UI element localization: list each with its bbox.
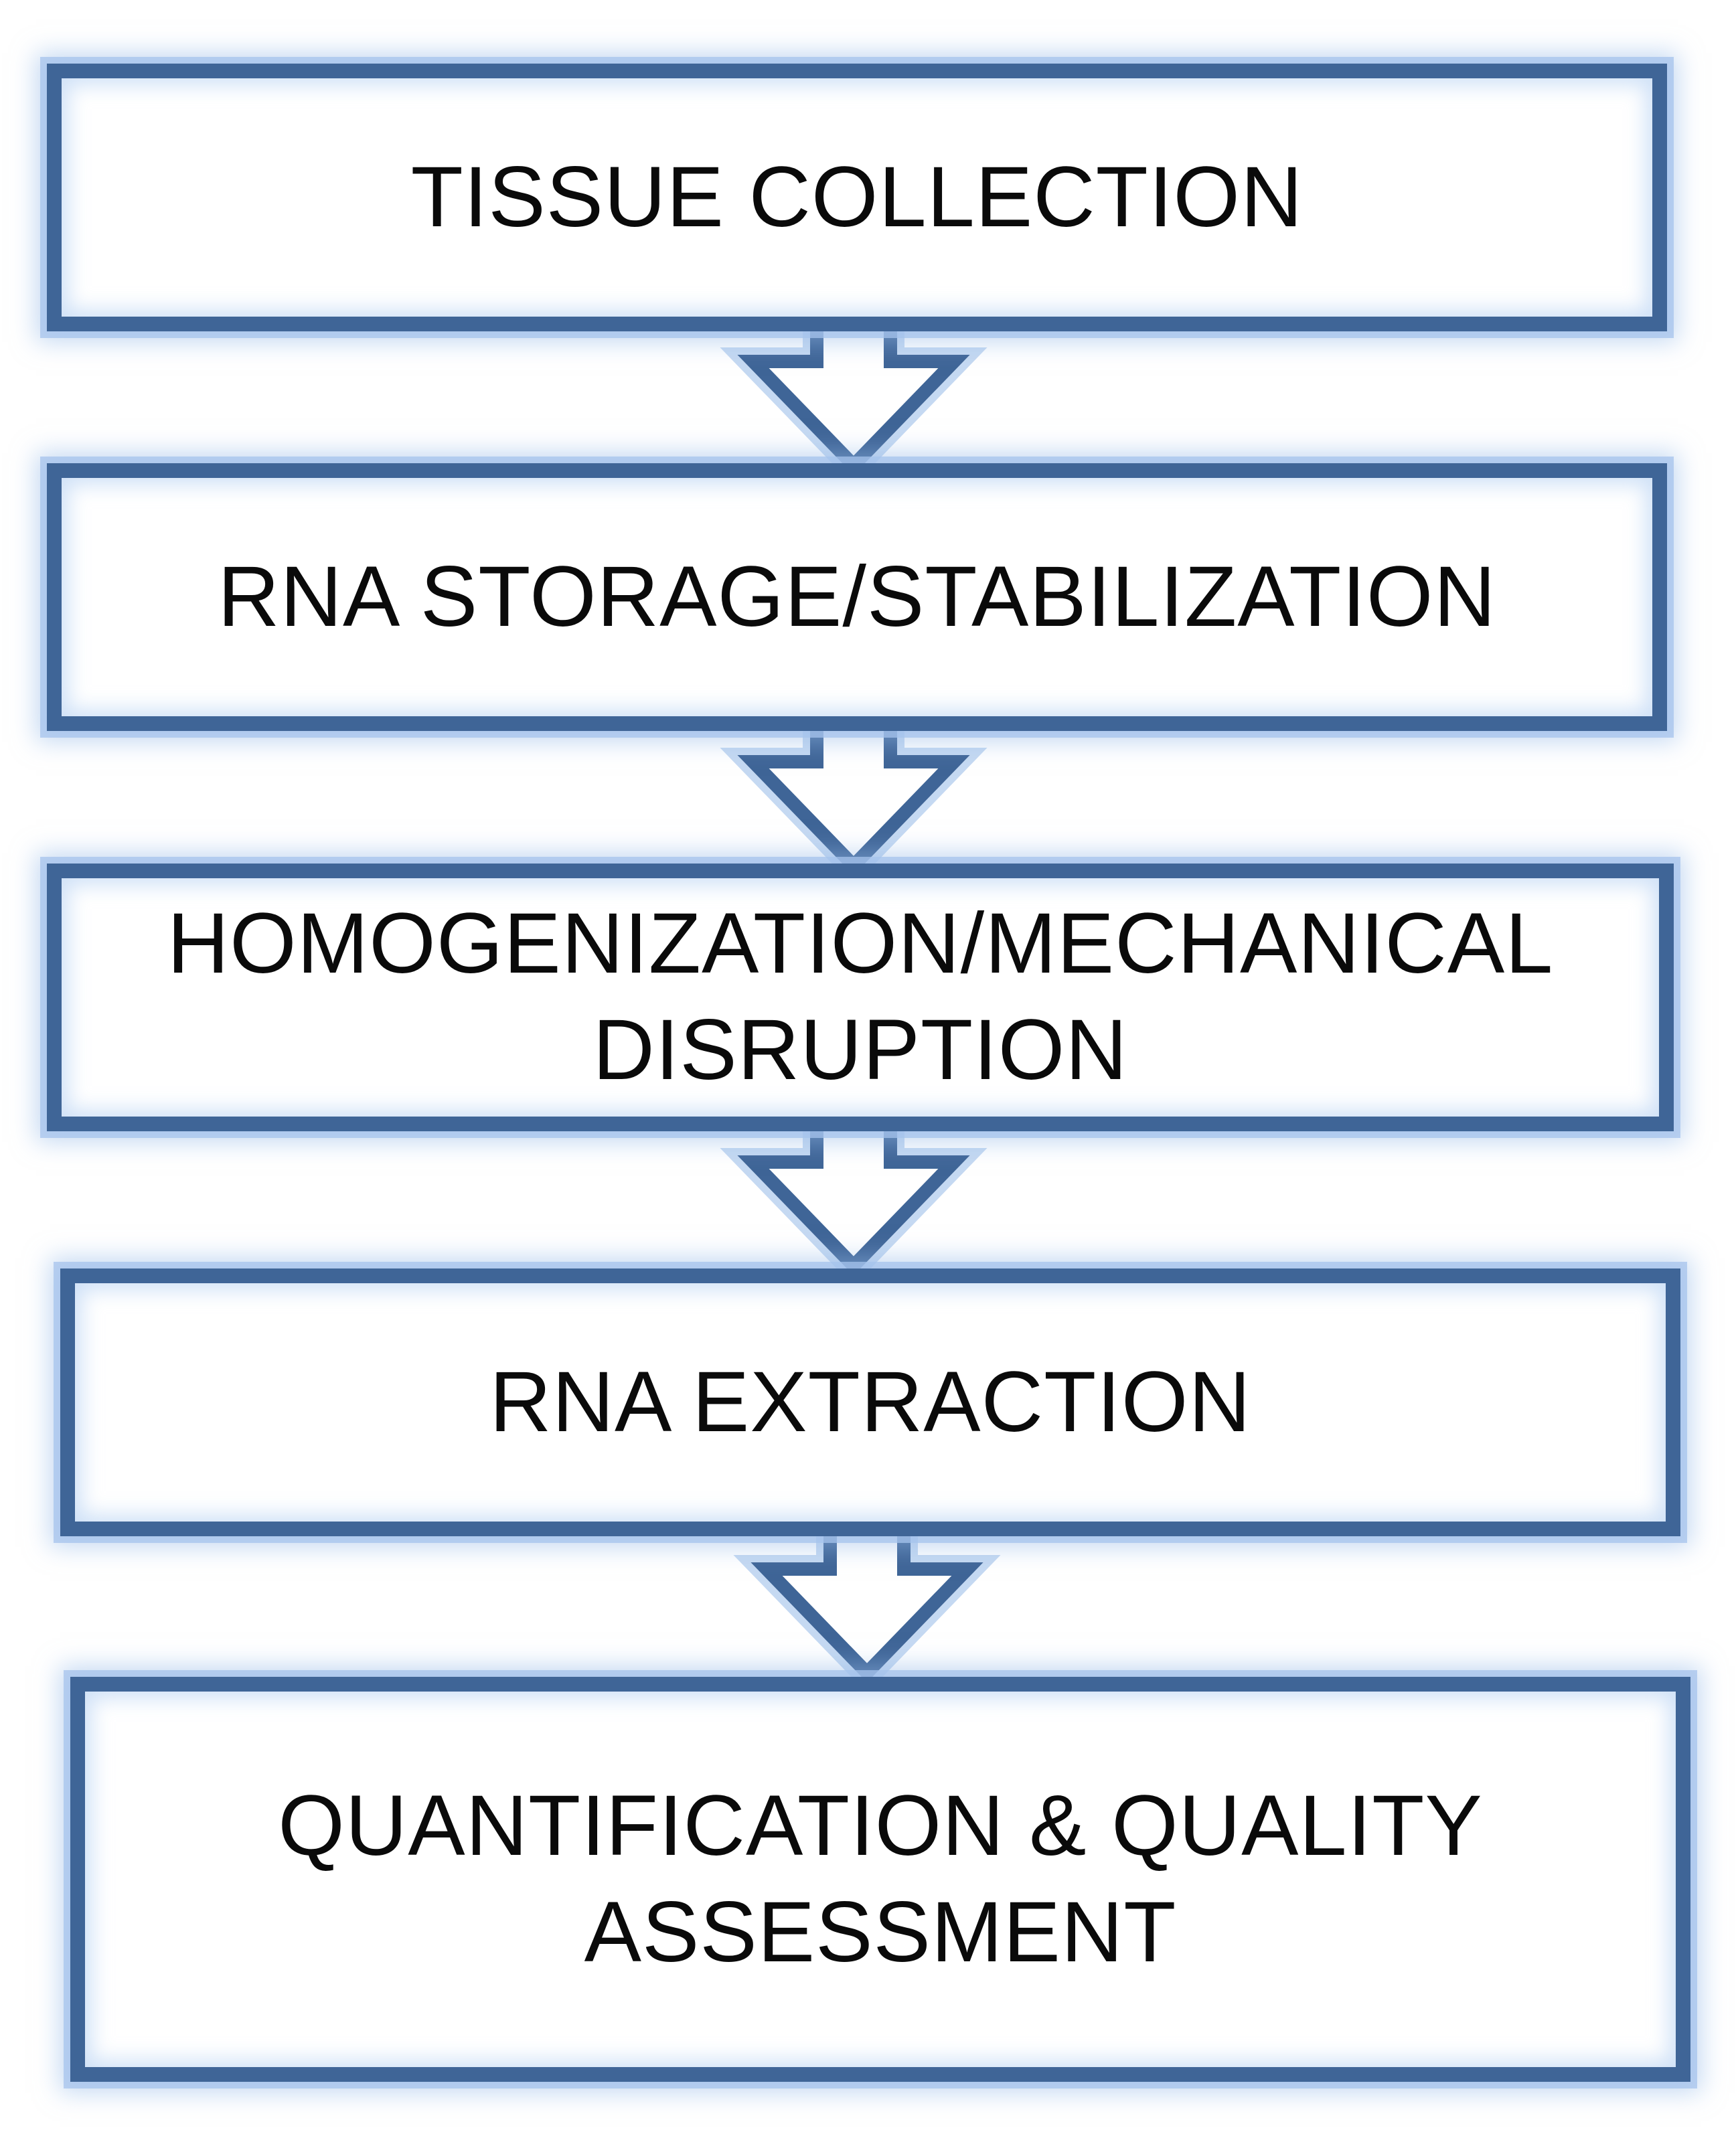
step-label: HOMOGENIZATION/MECHANICAL DISRUPTION — [167, 896, 1554, 1098]
step-box-homogenization: HOMOGENIZATION/MECHANICAL DISRUPTION — [47, 864, 1674, 1131]
arrow-down-1 — [720, 315, 988, 486]
step-label: TISSUE COLLECTION — [410, 149, 1304, 245]
arrow-down-2 — [720, 715, 988, 886]
step-box-quantification: QUANTIFICATION & QUALITY ASSESSMENT — [70, 1677, 1690, 2082]
arrow-down-4 — [733, 1522, 1001, 1694]
step-label: QUANTIFICATION & QUALITY ASSESSMENT — [278, 1777, 1483, 1980]
step-label: RNA STORAGE/STABILIZATION — [218, 548, 1496, 645]
arrow-down-3 — [720, 1115, 988, 1287]
step-label: RNA EXTRACTION — [489, 1354, 1251, 1450]
step-box-tissue-collection: TISSUE COLLECTION — [47, 64, 1667, 331]
step-box-rna-extraction: RNA EXTRACTION — [60, 1268, 1680, 1536]
step-box-rna-storage: RNA STORAGE/STABILIZATION — [47, 463, 1667, 731]
